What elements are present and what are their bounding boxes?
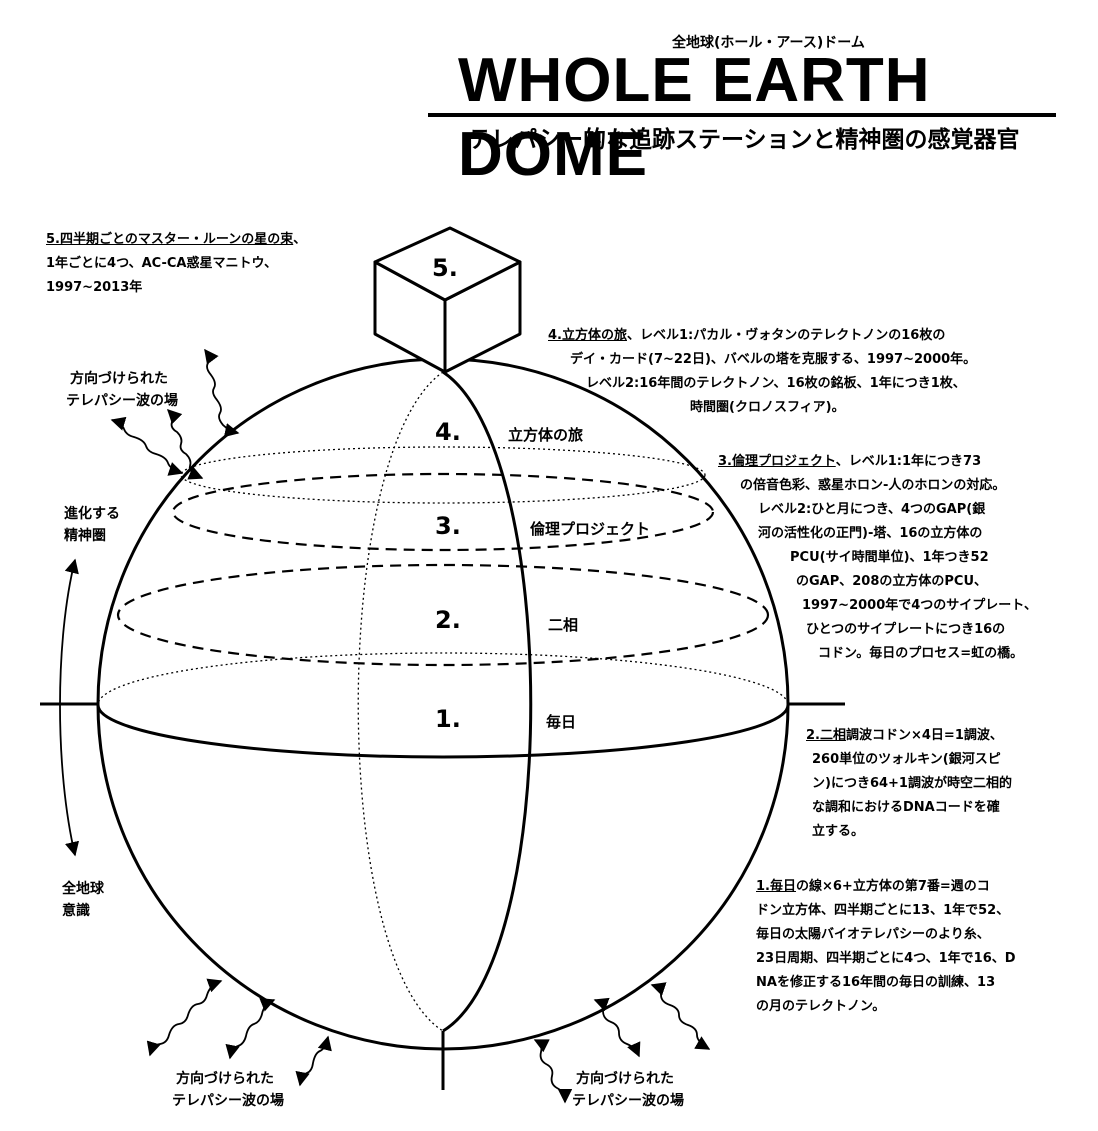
wave-arrow-top-3 (166, 408, 204, 480)
note-2-line-5: 立する。 (812, 824, 865, 839)
note-4-line-4: 時間圏(クロノスフィア)。 (690, 400, 845, 415)
label-telepathy-bottom-left-line-1: 方向づけられた (176, 1071, 274, 1087)
meridian-front (442, 370, 533, 1033)
zone-3-label: 倫理プロジェクト (530, 520, 651, 538)
label-telepathy-top-left-line-1: 方向づけられた (70, 371, 168, 387)
note-5: 5.四半期ごとのマスター・ルーンの星の束、 1年ごとに4つ、AC-CA惑星マニト… (46, 228, 376, 300)
note-3-line-3: レベル2:ひと月につき、4つのGAP(銀 (758, 502, 986, 517)
meridian-back (357, 371, 444, 1032)
ring-top-dotted (180, 446, 706, 504)
wave-arrow-br-2 (593, 997, 641, 1058)
note-3-line-8: ひとつのサイプレートにつき16の (806, 622, 1006, 637)
page-subtitle: テレパシー的な追跡ステーションと精神圏の感覚器官 (468, 127, 1020, 153)
label-telepathy-bottom-left: 方向づけられた テレパシー波の場 (172, 1068, 284, 1112)
note-2-line-1: 調波コドン×4日=1調波、 (845, 728, 1003, 743)
wave-arrow-br-3 (650, 982, 711, 1050)
label-telepathy-bottom-left-line-2: テレパシー波の場 (172, 1093, 284, 1109)
note-2-line-2: 260単位のツォルキン(銀河スピ (812, 752, 1001, 767)
wave-arrow-bl-1 (146, 978, 223, 1057)
note-3-line-2: の倍音色彩、惑星ホロン-人のホロンの対応。 (740, 478, 1006, 493)
note-4: 4.立方体の旅、レベル1:パカル・ヴォタンのテレクトノンの16枚の デイ・カード… (548, 324, 1058, 420)
note-3-line-5: PCU(サイ時間単位)、1年つき52 (790, 550, 989, 565)
wave-arrow-br-1 (533, 1039, 573, 1104)
label-telepathy-bottom-right: 方向づけられた テレパシー波の場 (572, 1068, 684, 1112)
page-title: WHOLE EARTH DOME (458, 46, 931, 190)
wave-arrow-top-1 (204, 348, 240, 438)
note-5-line-1: 、 (293, 232, 307, 247)
ring-middle (116, 563, 770, 667)
evolving-arc-arrow (59, 558, 80, 857)
note-3-line-6: のGAP、208の立方体のPCU、 (796, 574, 988, 589)
label-evolving-noosphere: 進化する 精神圏 (64, 503, 120, 547)
note-1-line-5: NAを修正する16年間の毎日の訓練、13 (756, 975, 996, 990)
note-3-line-7: 1997~2000年で4つのサイプレート、 (802, 598, 1038, 613)
wave-arrow-bl-2 (225, 998, 276, 1060)
equator-front (96, 704, 790, 759)
zone-2-number: 2. (435, 606, 461, 634)
label-evolving-line-1: 進化する (64, 506, 120, 522)
note-1: 1.毎日の線×6+立方体の第7番=週のコ ドン立方体、四半期ごとに13、1年で5… (756, 875, 1086, 1019)
note-3-line-1: 、レベル1:1年につき73 (835, 454, 982, 469)
note-2-line-3: ン)につき64+1調波が時空二相的 (812, 776, 1012, 791)
note-5-line-3: 1997~2013年 (46, 280, 143, 295)
note-3-line-9: コドン。毎日のプロセス=虹の橋。 (818, 646, 1024, 661)
note-2: 2.二相調波コドン×4日=1調波、 260単位のツォルキン(銀河スピ ン)につき… (806, 724, 1086, 844)
zone-1-label: 毎日 (546, 713, 577, 731)
note-4-line-2: デイ・カード(7~22日)、バベルの塔を克服する、1997~2000年。 (570, 352, 977, 367)
title-underline (428, 113, 1056, 117)
note-4-heading: 4.立方体の旅 (548, 328, 627, 343)
label-whole-earth-consciousness: 全地球 意識 (62, 878, 104, 922)
note-3: 3.倫理プロジェクト、レベル1:1年につき73 の倍音色彩、惑星ホロン-人のホロ… (718, 450, 1078, 666)
note-1-line-6: の月のテレクトノン。 (756, 999, 886, 1014)
note-5-heading: 5.四半期ごとのマスター・ルーンの星の束 (46, 232, 294, 247)
note-4-line-1: 、レベル1:パカル・ヴォタンのテレクトノンの16枚の (626, 328, 946, 343)
note-1-line-1: の線×6+立方体の第7番=週のコ (795, 879, 990, 894)
sphere-outline (96, 357, 790, 1051)
note-1-line-2: ドン立方体、四半期ごとに13、1年で52、 (756, 903, 1010, 918)
label-telepathy-bottom-right-line-1: 方向づけられた (576, 1071, 674, 1087)
label-telepathy-bottom-right-line-2: テレパシー波の場 (572, 1093, 684, 1109)
zone-4-label: 立方体の旅 (508, 426, 584, 444)
note-5-line-2: 1年ごとに4つ、AC-CA惑星マニトウ、 (46, 256, 278, 271)
note-2-heading: 2.二相 (806, 728, 846, 743)
note-1-line-3: 毎日の太陽バイオテレパシーのより糸、 (756, 927, 990, 942)
note-3-heading: 3.倫理プロジェクト (718, 454, 836, 469)
cube (373, 226, 522, 374)
note-1-heading: 1.毎日 (756, 879, 796, 894)
label-evolving-line-2: 精神圏 (64, 528, 106, 544)
cube-label: 5. (432, 254, 458, 282)
kana-title: 全地球(ホール・アース)ドーム (672, 35, 865, 51)
note-4-line-3: レベル2:16年間のテレクトノン、16枚の銘板、1年につき1枚、 (586, 376, 966, 391)
label-whole-earth-line-2: 意識 (62, 903, 90, 919)
label-telepathy-top-left-line-2: テレパシー波の場 (66, 393, 178, 409)
note-3-line-4: 河の活性化の正門)-塔、16の立方体の (758, 526, 983, 541)
zone-4-number: 4. (435, 418, 461, 446)
zone-1-number: 1. (435, 705, 461, 733)
note-2-line-4: な調和におけるDNAコードを確 (812, 800, 1000, 815)
note-1-line-4: 23日周期、四半期ごとに4つ、1年で16、D (756, 951, 1016, 966)
label-telepathy-top-left: 方向づけられた テレパシー波の場 (66, 368, 178, 412)
ring-upper (171, 472, 715, 552)
zone-2-label: 二相 (548, 616, 579, 634)
label-whole-earth-line-1: 全地球 (62, 881, 104, 897)
zone-3-number: 3. (435, 512, 461, 540)
wave-arrow-bl-3 (295, 1035, 332, 1087)
